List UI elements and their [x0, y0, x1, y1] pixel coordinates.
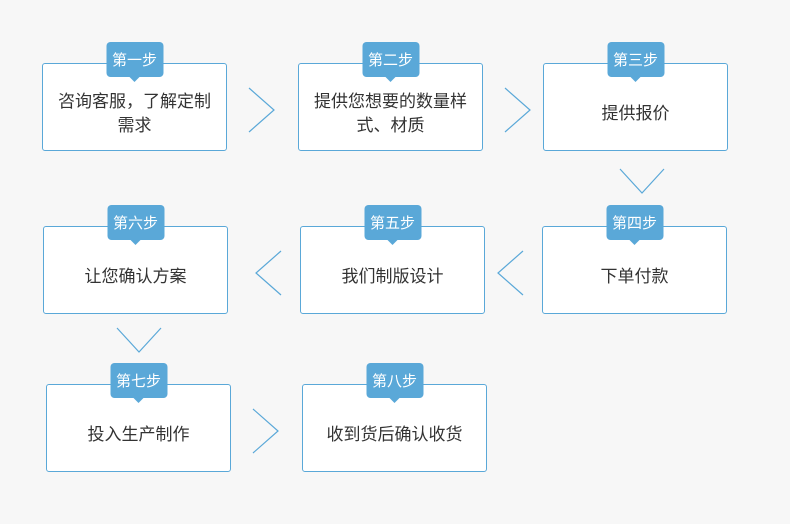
arrow-right-icon: [504, 87, 531, 133]
step-7-badge: 第七步: [110, 363, 167, 403]
step-3-box: 第三步 提供报价: [543, 42, 728, 151]
step-8-box: 第八步 收到货后确认收货: [302, 363, 487, 472]
step-1-badge: 第一步: [106, 42, 163, 82]
step-3-badge: 第三步: [607, 42, 664, 82]
arrow-right-icon: [252, 408, 279, 454]
step-4-text: 下单付款: [600, 267, 669, 287]
step-3-text: 提供报价: [601, 104, 670, 124]
arrow-right-icon: [248, 87, 275, 133]
step-4-badge: 第四步: [606, 205, 663, 245]
step-7-text: 投入生产制作: [87, 425, 190, 445]
step-6-badge: 第六步: [107, 205, 164, 245]
step-1-text: 咨询客服，了解定制需求: [58, 92, 211, 136]
step-8-text: 收到货后确认收货: [326, 425, 463, 445]
step-7-box: 第七步 投入生产制作: [46, 363, 231, 472]
step-8-badge: 第八步: [366, 363, 423, 403]
step-5-text: 我们制版设计: [341, 267, 444, 287]
step-6-box: 第六步 让您确认方案: [43, 205, 228, 314]
arrow-left-icon: [497, 250, 524, 296]
step-5-box: 第五步 我们制版设计: [300, 205, 485, 314]
step-5-badge: 第五步: [364, 205, 421, 245]
step-1-box: 第一步 咨询客服，了解定制需求: [42, 42, 227, 151]
step-6-text: 让您确认方案: [84, 267, 187, 287]
arrow-down-icon: [116, 327, 162, 353]
step-2-badge: 第二步: [362, 42, 419, 82]
arrow-left-icon: [255, 250, 282, 296]
step-2-text: 提供您想要的数量样式、材质: [314, 92, 467, 136]
arrow-down-icon: [619, 168, 665, 194]
step-2-box: 第二步 提供您想要的数量样式、材质: [298, 42, 483, 151]
step-4-box: 第四步 下单付款: [542, 205, 727, 314]
